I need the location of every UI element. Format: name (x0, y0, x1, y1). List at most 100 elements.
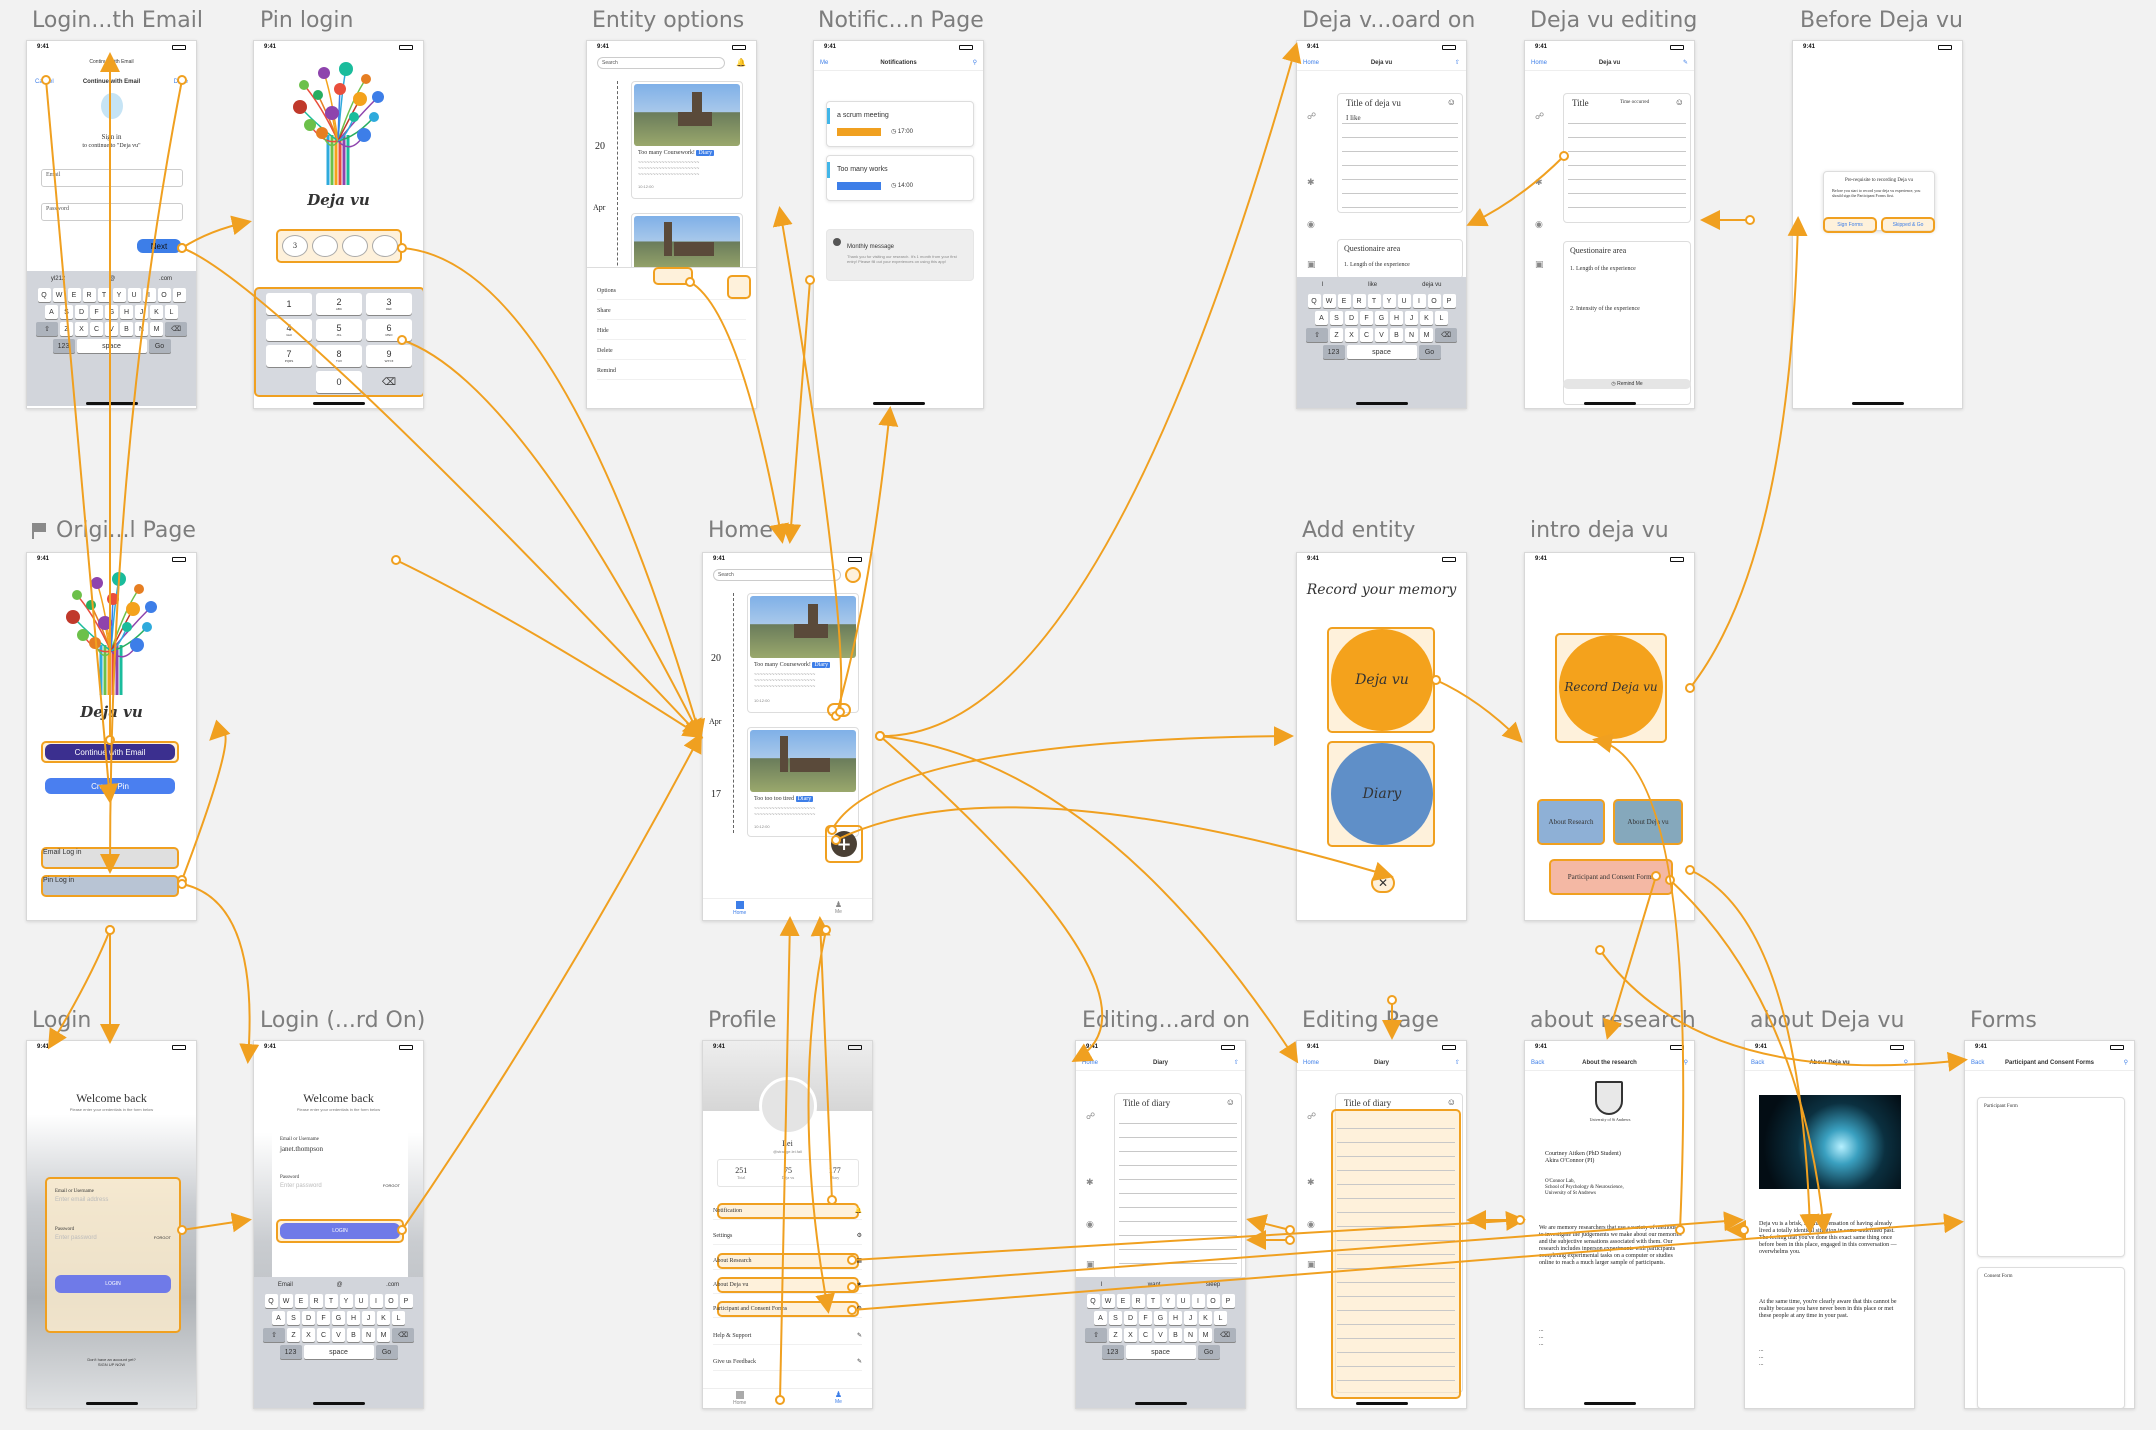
skip-and-go-button[interactable]: Skipped & Go (1881, 217, 1935, 233)
keyboard-key[interactable]: R (1352, 294, 1366, 308)
profile-item-about-research[interactable]: About Research▦ (713, 1252, 862, 1270)
keyboard-key[interactable]: K (377, 1311, 390, 1325)
keyboard-key[interactable]: V (332, 1328, 345, 1342)
location-icon[interactable]: ◉ (1535, 219, 1543, 229)
keyboard-key[interactable]: A (1315, 311, 1328, 325)
keyboard-key[interactable]: X (302, 1328, 315, 1342)
tab-home[interactable]: Home (733, 1391, 746, 1406)
entry-card[interactable] (631, 213, 743, 273)
entry-card[interactable]: Too many Coursework! Diary ~~~~~~~~~~~~~… (631, 81, 743, 199)
home-back-button[interactable]: Home (1531, 59, 1548, 66)
back-button[interactable]: Back (1531, 1059, 1545, 1066)
numbers-key[interactable]: 123 (52, 339, 75, 353)
tag-icon[interactable]: ☍ (1307, 1111, 1317, 1121)
menu-share[interactable]: Share (597, 302, 746, 320)
keyboard-key[interactable]: U (1176, 1294, 1190, 1308)
keyboard-key[interactable]: C (1360, 328, 1373, 342)
about-research-button[interactable]: About Research (1537, 799, 1605, 845)
search-input[interactable]: Search (597, 57, 725, 69)
keyboard-key[interactable]: G (1375, 311, 1388, 325)
create-pin-button[interactable]: Create Pin (45, 778, 175, 794)
suggestion[interactable]: yl212 (50, 276, 66, 282)
keyboard-key[interactable]: O (384, 1294, 398, 1308)
participant-form-card[interactable]: Participant Form (1977, 1097, 2125, 1257)
tag-icon[interactable]: ☍ (1535, 111, 1545, 121)
keyboard-key[interactable]: H (1390, 311, 1403, 325)
suggestion[interactable]: .com (159, 276, 173, 282)
forgot-link[interactable]: FORGOT (153, 1235, 171, 1240)
keyboard-key[interactable]: U (127, 288, 141, 302)
emoji-icon[interactable]: ☺ (1446, 97, 1456, 107)
keyboard-key[interactable]: N (1184, 1328, 1197, 1342)
pin-icon[interactable]: ✱ (1307, 1177, 1315, 1187)
keyboard-key[interactable]: M (377, 1328, 390, 1342)
signup-link[interactable]: SIGN UP NOW (97, 1362, 126, 1367)
email-field[interactable]: Email (41, 169, 183, 187)
avatar[interactable] (759, 1077, 817, 1135)
keyboard-key[interactable]: E (1116, 1294, 1130, 1308)
keyboard-key[interactable]: U (1397, 294, 1411, 308)
pin-icon[interactable]: ✱ (1307, 177, 1315, 187)
participant-forms-button[interactable]: Participant and Consent Forms (1549, 859, 1673, 895)
delete-key[interactable]: ⌫ (1214, 1328, 1236, 1342)
keyboard-key[interactable]: Y (1382, 294, 1396, 308)
search-icon[interactable]: ⚲ (1683, 1060, 1688, 1066)
bell-icon[interactable] (845, 567, 861, 583)
keyboard-key[interactable]: F (1360, 311, 1373, 325)
keyboard-key[interactable]: L (392, 1311, 405, 1325)
keyboard-key[interactable]: I (369, 1294, 383, 1308)
space-key[interactable]: space (303, 1345, 374, 1359)
keyboard-key[interactable]: D (75, 305, 88, 319)
keyboard-key[interactable]: I (142, 288, 156, 302)
keyboard-key[interactable]: A (1094, 1311, 1107, 1325)
keyboard-key[interactable]: X (75, 322, 88, 336)
keyboard-key[interactable]: H (1169, 1311, 1182, 1325)
body-input[interactable]: I like (1346, 114, 1361, 122)
back-button[interactable]: Back (1971, 1059, 1985, 1066)
keyboard-key[interactable]: H (347, 1311, 360, 1325)
keyboard-key[interactable]: M (1199, 1328, 1212, 1342)
keyboard-key[interactable]: W (52, 288, 66, 302)
notification-card[interactable]: a scrum meeting ◷ 17:00 (826, 101, 974, 147)
keyboard-key[interactable]: O (1206, 1294, 1220, 1308)
keyboard-key[interactable]: R (82, 288, 96, 302)
keyboard-key[interactable]: Q (264, 1294, 278, 1308)
menu-hide[interactable]: Hide (597, 322, 746, 340)
keyboard-key[interactable]: O (157, 288, 171, 302)
tab-me[interactable]: ♟Me (834, 1390, 842, 1406)
location-icon[interactable]: ◉ (1307, 219, 1315, 229)
keyboard-key[interactable]: M (150, 322, 163, 336)
search-input[interactable]: Search (713, 569, 841, 581)
search-icon[interactable]: ⚲ (972, 60, 977, 66)
home-back-button[interactable]: Home (1303, 1059, 1320, 1066)
suggestion[interactable]: @ (109, 276, 116, 282)
keyboard-key[interactable]: I (1412, 294, 1426, 308)
location-icon[interactable]: ◉ (1086, 1219, 1094, 1229)
keyboard-key[interactable]: T (1367, 294, 1381, 308)
delete-key[interactable]: ⌫ (165, 322, 187, 336)
profile-item-forms[interactable]: Participant and Consent Forms⚙ (713, 1300, 862, 1318)
next-button[interactable]: Next (137, 239, 181, 253)
search-icon[interactable]: ⚲ (1903, 1060, 1908, 1066)
space-key[interactable]: space (1125, 1345, 1196, 1359)
emoji-icon[interactable]: ☺ (1674, 97, 1684, 107)
keyboard-key[interactable]: K (1420, 311, 1433, 325)
search-icon[interactable]: ⚲ (2123, 1060, 2128, 1066)
keyboard-key[interactable]: Z (60, 322, 73, 336)
keyboard-key[interactable]: N (362, 1328, 375, 1342)
entry-card[interactable]: Too too too tired Diary ~~~~~~~~~~~~~~~~… (747, 727, 859, 837)
menu-remind[interactable]: Remind (597, 362, 746, 380)
camera-icon[interactable]: ▣ (1307, 1259, 1316, 1269)
dejavu-button[interactable]: Deja vu (1331, 629, 1433, 731)
numpad-key-1[interactable]: 1 (266, 293, 312, 315)
profile-item-about-dejavu[interactable]: About Deja vu★ (713, 1276, 862, 1294)
diary-body-input[interactable] (1119, 1110, 1237, 1276)
keyboard-key[interactable]: W (1101, 1294, 1115, 1308)
email-input[interactable]: janet.thompson (280, 1145, 323, 1153)
keyboard-key[interactable]: V (1375, 328, 1388, 342)
space-key[interactable]: space (76, 339, 147, 353)
diary-body-input[interactable] (1331, 1109, 1461, 1399)
keyboard-key[interactable]: Q (1307, 294, 1321, 308)
